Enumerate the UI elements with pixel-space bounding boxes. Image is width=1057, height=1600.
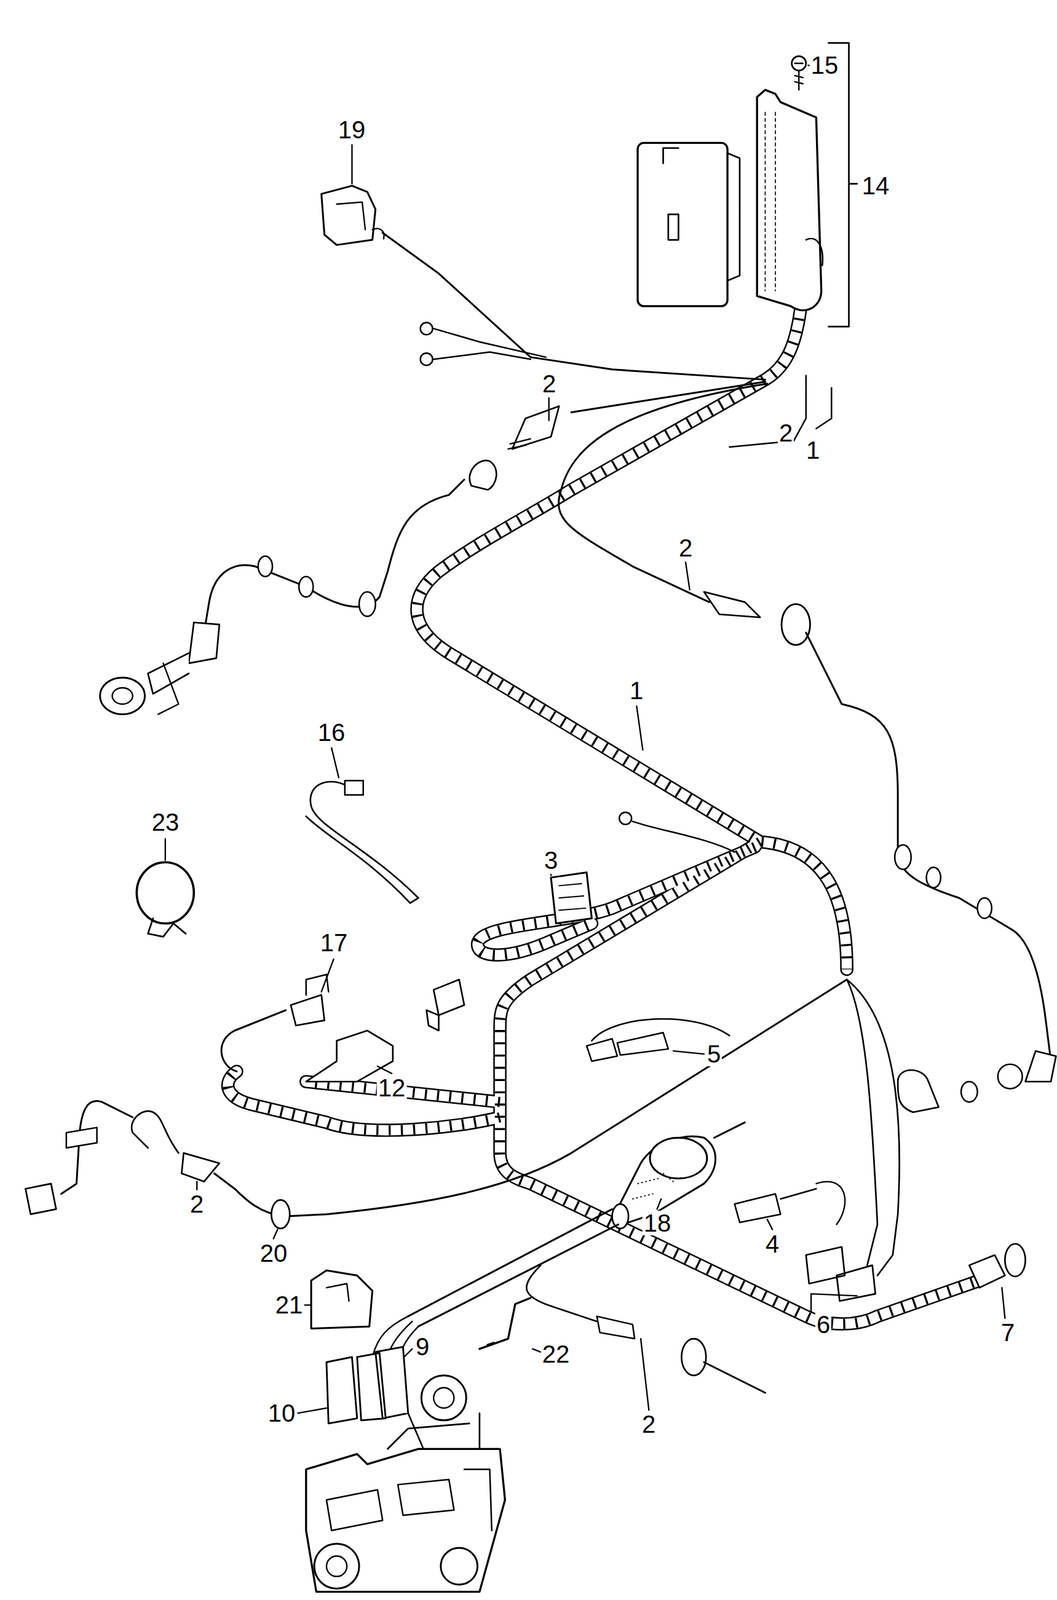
callout-number: 9 — [414, 1334, 431, 1359]
callout-number: 14 — [860, 173, 891, 198]
callout-number: 3 — [542, 847, 559, 873]
callout-number: 1 — [804, 437, 821, 463]
callout-number: 2 — [640, 1411, 657, 1437]
callout-number: 17 — [319, 930, 350, 955]
callout-number: 21 — [274, 1292, 305, 1318]
callout-number: 7 — [999, 1320, 1016, 1345]
callout-number: 23 — [150, 809, 181, 835]
callout-number: 10 — [266, 1400, 297, 1426]
callout-number: 4 — [764, 1231, 781, 1257]
callout-number: 2 — [188, 1191, 205, 1217]
callout-number: 20 — [258, 1240, 289, 1266]
callout-number: 12 — [376, 1075, 408, 1101]
callout-number: 1 — [628, 678, 645, 703]
callout-number: 22 — [541, 1341, 572, 1367]
callout-number: 5 — [705, 1041, 722, 1067]
callout-number: 19 — [336, 117, 368, 143]
callout-number: 2 — [677, 535, 694, 561]
callout-number: 18 — [642, 1210, 673, 1236]
callout-number: 2 — [777, 420, 794, 446]
callout-number: 15 — [809, 52, 840, 78]
callout-number: 2 — [541, 371, 558, 396]
callout-number: 6 — [815, 1312, 832, 1337]
callout-number: 16 — [316, 720, 347, 745]
